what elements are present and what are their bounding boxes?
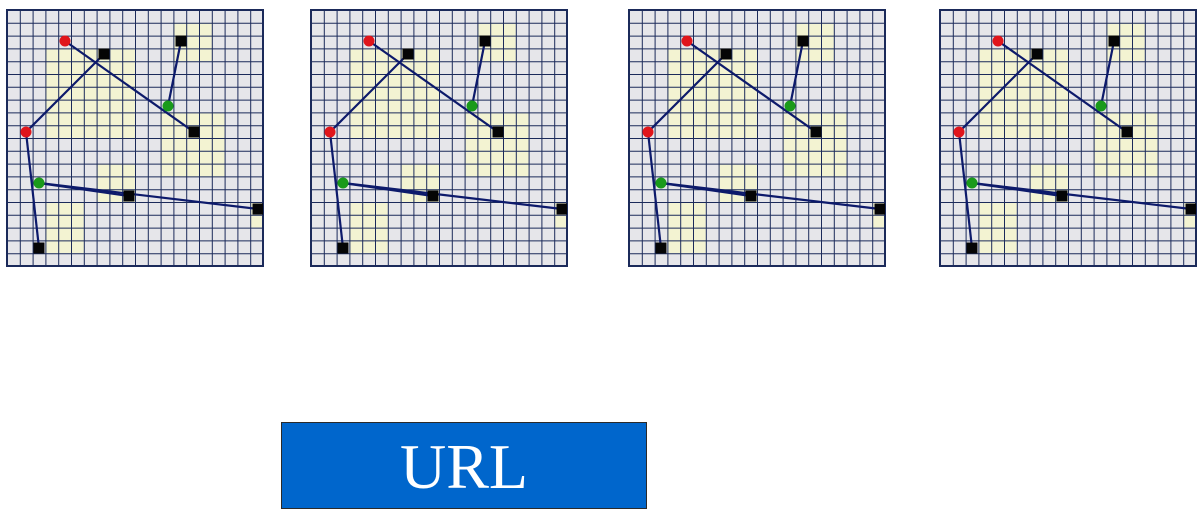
graph-edge bbox=[660, 181, 881, 211]
black-node bbox=[1108, 35, 1120, 47]
graph-edge bbox=[958, 53, 1038, 133]
green-node bbox=[966, 177, 978, 189]
graph-edge bbox=[166, 40, 183, 107]
grid-diagram bbox=[629, 10, 885, 266]
green-node bbox=[655, 177, 667, 189]
graph-edge bbox=[24, 131, 41, 249]
graph-edge bbox=[788, 40, 805, 107]
highlight-region bbox=[1093, 112, 1158, 177]
black-node bbox=[1121, 126, 1133, 138]
black-node bbox=[966, 242, 978, 254]
black-node bbox=[1031, 48, 1043, 60]
red-node bbox=[992, 35, 1004, 47]
black-node bbox=[175, 35, 187, 47]
graph-edge bbox=[1099, 40, 1116, 107]
black-node bbox=[1185, 203, 1196, 215]
graph-edge bbox=[25, 53, 105, 133]
grid-lines bbox=[7, 10, 263, 266]
black-node bbox=[745, 190, 757, 202]
graph-edge bbox=[686, 40, 817, 133]
grid-panel-2 bbox=[310, 9, 568, 267]
red-node bbox=[363, 35, 375, 47]
grid-lines bbox=[629, 10, 885, 266]
black-node bbox=[33, 242, 45, 254]
green-node bbox=[33, 177, 45, 189]
black-node bbox=[1056, 190, 1068, 202]
highlight-region bbox=[464, 112, 529, 177]
red-node bbox=[681, 35, 693, 47]
black-node bbox=[556, 203, 567, 215]
grid-panel-3 bbox=[628, 9, 886, 267]
green-node bbox=[1095, 100, 1107, 112]
grid-diagram bbox=[311, 10, 567, 266]
graph-edge bbox=[38, 181, 259, 211]
grid-panel-4 bbox=[939, 9, 1197, 267]
black-node bbox=[402, 48, 414, 60]
black-node bbox=[492, 126, 504, 138]
grid-diagram bbox=[940, 10, 1196, 266]
highlight-region bbox=[782, 112, 847, 177]
black-node bbox=[874, 203, 885, 215]
graph-edge bbox=[470, 40, 487, 107]
green-node bbox=[337, 177, 349, 189]
black-node bbox=[427, 190, 439, 202]
highlight-region bbox=[160, 112, 225, 177]
graph-edge bbox=[957, 131, 974, 249]
highlight-region bbox=[667, 48, 757, 138]
green-node bbox=[466, 100, 478, 112]
black-node bbox=[337, 242, 349, 254]
grid-panel-1 bbox=[6, 9, 264, 267]
black-node bbox=[810, 126, 822, 138]
black-node bbox=[98, 48, 110, 60]
grid-lines bbox=[940, 10, 1196, 266]
graph-edge bbox=[329, 53, 409, 133]
black-node bbox=[479, 35, 491, 47]
grid-diagram bbox=[7, 10, 263, 266]
green-node bbox=[162, 100, 174, 112]
black-node bbox=[123, 190, 135, 202]
red-node bbox=[59, 35, 71, 47]
black-node bbox=[720, 48, 732, 60]
red-node bbox=[953, 126, 965, 138]
grid-lines bbox=[311, 10, 567, 266]
highlight-region bbox=[349, 48, 439, 138]
red-node bbox=[20, 126, 32, 138]
graph-edge bbox=[328, 131, 345, 249]
graph-edge bbox=[997, 40, 1128, 133]
red-node bbox=[642, 126, 654, 138]
graph-edge bbox=[64, 40, 195, 133]
url-button[interactable]: URL bbox=[281, 422, 647, 509]
graph-edge bbox=[368, 40, 499, 133]
graph-edge bbox=[646, 131, 663, 249]
black-node bbox=[252, 203, 263, 215]
highlight-region bbox=[45, 48, 135, 138]
graph-edge bbox=[342, 181, 563, 211]
green-node bbox=[784, 100, 796, 112]
black-node bbox=[797, 35, 809, 47]
highlight-region bbox=[978, 48, 1068, 138]
graph-edge bbox=[971, 181, 1192, 211]
black-node bbox=[655, 242, 667, 254]
black-node bbox=[188, 126, 200, 138]
red-node bbox=[324, 126, 336, 138]
graph-edge bbox=[647, 53, 727, 133]
